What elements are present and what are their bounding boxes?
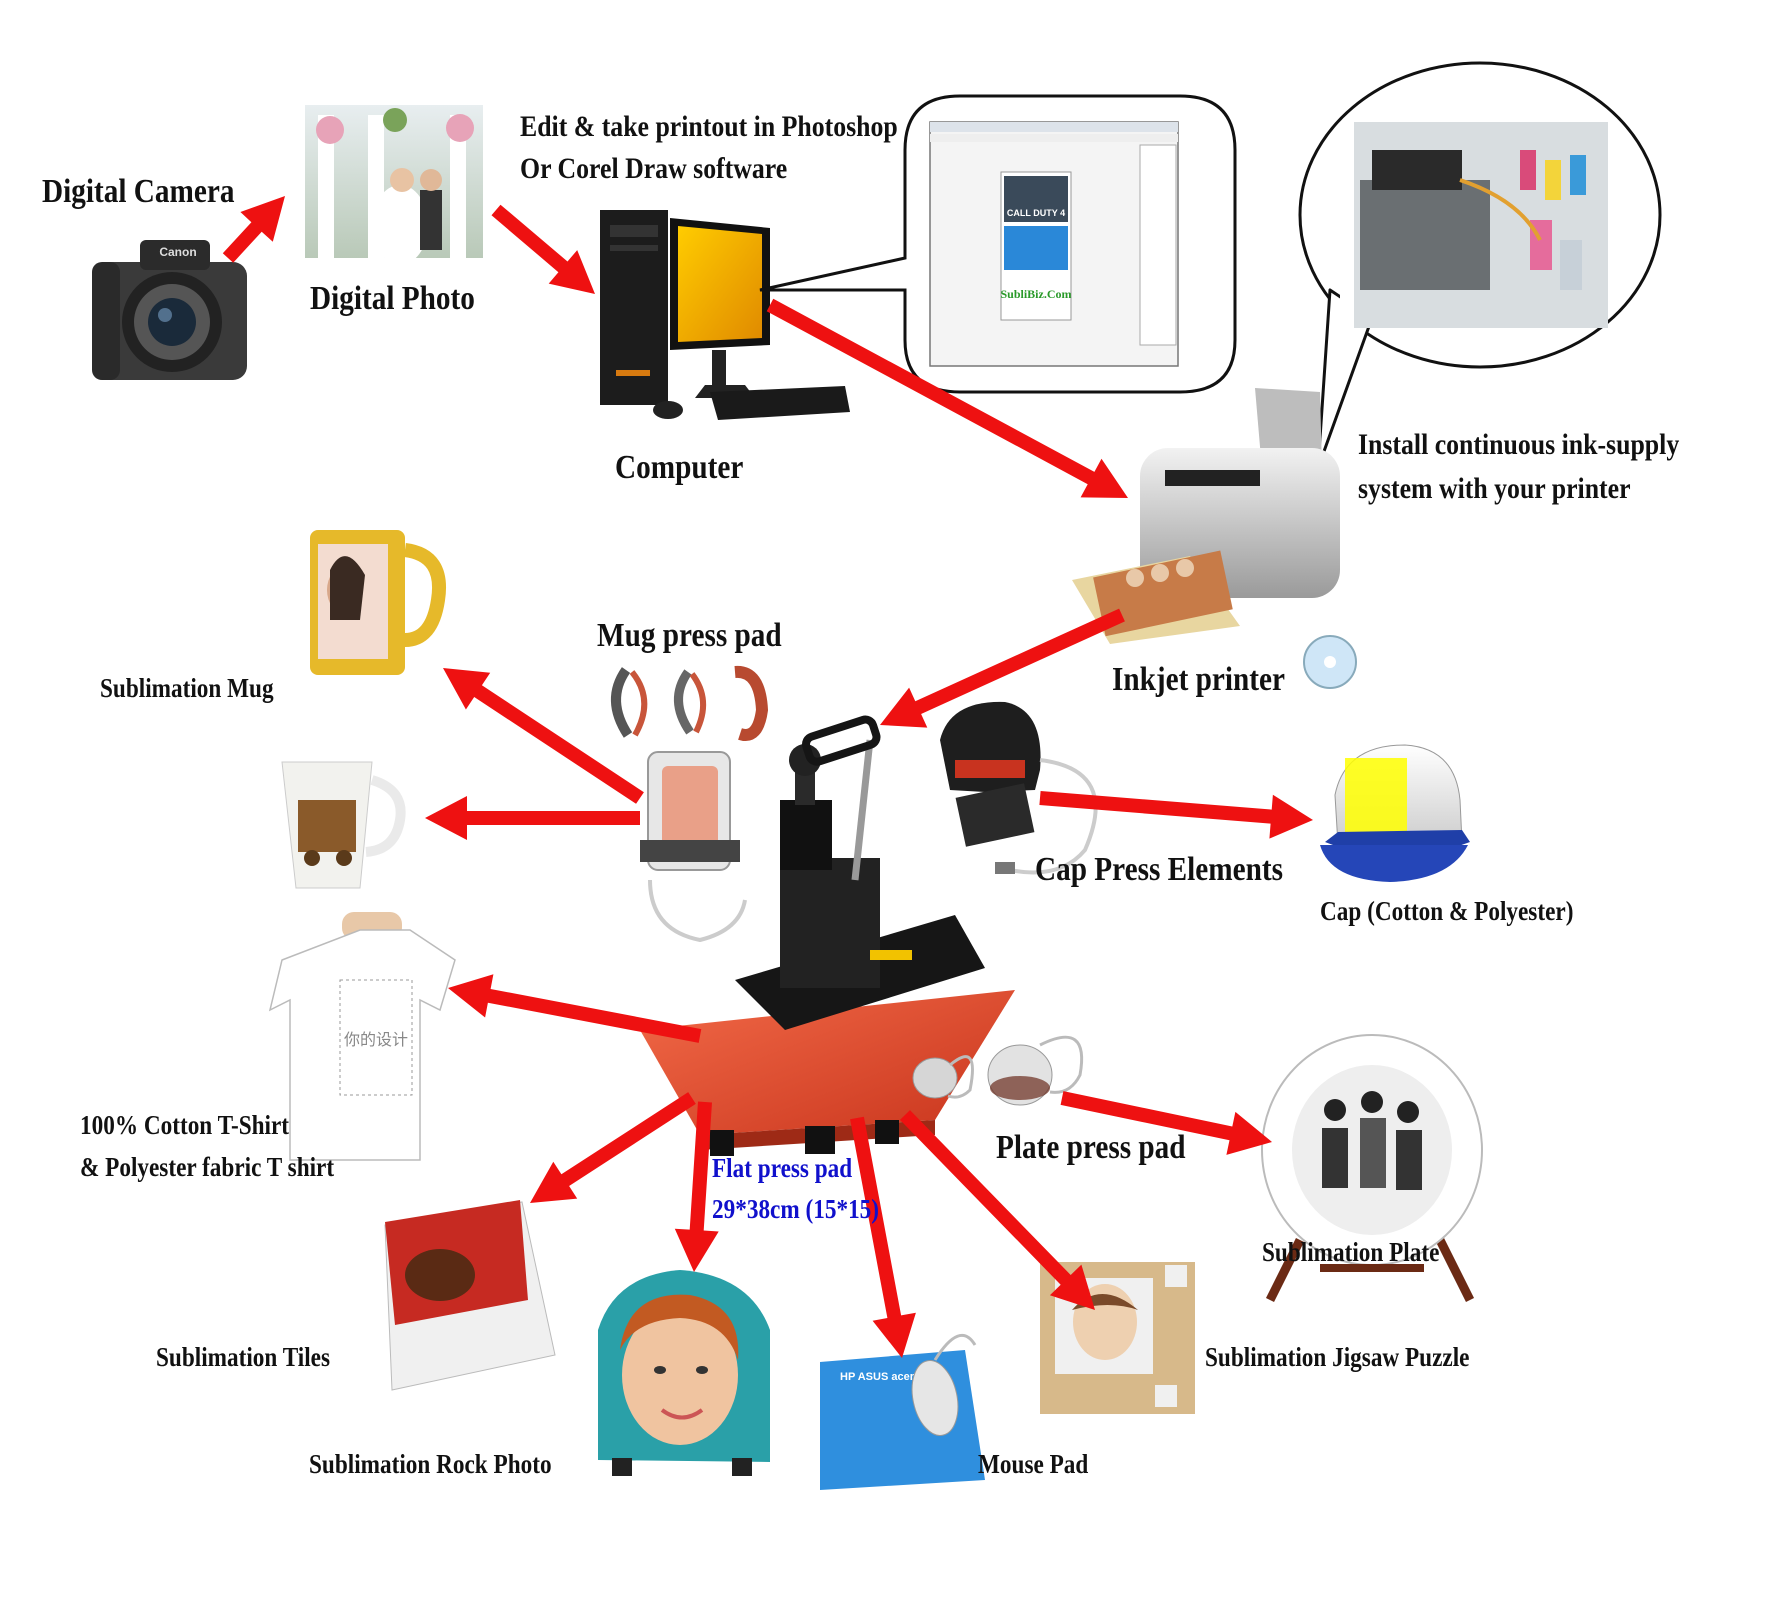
arrow-press-to-rock-photo	[674, 1101, 719, 1272]
tshirt-print-text: 你的设计	[344, 1030, 408, 1049]
mousepad-brand-text: HP ASUS acer	[840, 1371, 915, 1383]
latte-mug-image	[281, 761, 406, 889]
camera-brand-text: Canon	[159, 245, 196, 259]
arrow-press-to-tiles	[530, 1092, 696, 1203]
arrow-cap-element-to-cap	[1039, 791, 1313, 839]
watermark-text: SubliBiz.Com	[1000, 287, 1071, 301]
sublimation-tiles-image	[384, 1200, 556, 1391]
arrows-group	[222, 196, 1313, 1358]
tshirt-image: 你的设计	[268, 912, 456, 1161]
cap-press-element-image	[940, 701, 1098, 875]
computer-label: Computer	[615, 449, 744, 486]
jigsaw-puzzle-image	[1040, 1262, 1195, 1414]
arrow-camera-to-photo	[222, 196, 285, 263]
arrow-press-to-puzzle	[900, 1110, 1095, 1310]
sublimation-tiles-label: Sublimation Tiles	[156, 1342, 331, 1372]
cap-press-elements-label: Cap Press Elements	[1035, 851, 1283, 888]
plate-press-pad-label: Plate press pad	[996, 1129, 1186, 1166]
cap-product-label: Cap (Cotton & Polyester)	[1320, 896, 1574, 926]
arrow-press-to-sublimation-mug	[443, 668, 644, 804]
install-ink-label-line2: system with your printer	[1358, 472, 1631, 505]
tshirt-label-line1: 100% Cotton T-Shirt	[80, 1110, 290, 1140]
software-callout: CALL DUTY 4 SubliBiz.Com	[759, 94, 1237, 394]
mouse-pad-label: Mouse Pad	[978, 1449, 1089, 1479]
digital-photo-image	[305, 105, 483, 265]
arrow-photo-to-computer	[491, 204, 595, 294]
arrow-printer-to-press	[880, 608, 1125, 728]
cod-title: CALL DUTY 4	[1007, 208, 1065, 218]
edit-photoshop-label: Edit & take printout in Photoshop	[520, 110, 898, 143]
arrow-press-to-latte-mug	[425, 796, 640, 840]
ink-supply-callout	[1298, 61, 1662, 470]
sublimation-plate-image	[1261, 1034, 1483, 1303]
sublimation-rock-photo-image	[598, 1270, 770, 1476]
mouse-pad-image: HP ASUS acer	[820, 1334, 985, 1490]
inkjet-printer-image	[1072, 388, 1357, 689]
install-ink-label-line1: Install continuous ink-supply	[1358, 428, 1680, 461]
arrow-plate-pad-to-plate	[1060, 1091, 1272, 1155]
sublimation-mug-image	[310, 530, 446, 675]
digital-camera-label: Digital Camera	[42, 173, 235, 210]
flat-press-size-label: 29*38cm (15*15)	[712, 1194, 880, 1224]
heat-press-image	[640, 715, 1015, 1156]
rock-photo-label: Sublimation Rock Photo	[309, 1449, 552, 1479]
sublimation-mug-label: Sublimation Mug	[100, 673, 274, 703]
cap-product-image	[1320, 744, 1470, 882]
computer-image	[600, 210, 850, 420]
mug-press-pad-image	[611, 665, 769, 943]
digital-camera-image	[92, 240, 247, 380]
flat-press-pad-label: Flat press pad	[712, 1153, 853, 1183]
plate-press-pad-image	[912, 1035, 1084, 1106]
mug-press-pad-label: Mug press pad	[597, 617, 782, 654]
arrow-computer-to-printer	[766, 298, 1128, 498]
arrow-press-to-tshirt	[448, 974, 702, 1043]
arrow-press-to-mouse-pad	[850, 1116, 916, 1358]
digital-photo-label: Digital Photo	[310, 280, 475, 317]
jigsaw-puzzle-label: Sublimation Jigsaw Puzzle	[1205, 1342, 1470, 1372]
inkjet-printer-label: Inkjet printer	[1112, 661, 1285, 698]
tshirt-label-line2: & Polyester fabric T shirt	[80, 1152, 335, 1182]
corel-draw-label: Or Corel Draw software	[520, 152, 788, 185]
sublimation-plate-label: Sublimation Plate	[1262, 1237, 1440, 1267]
